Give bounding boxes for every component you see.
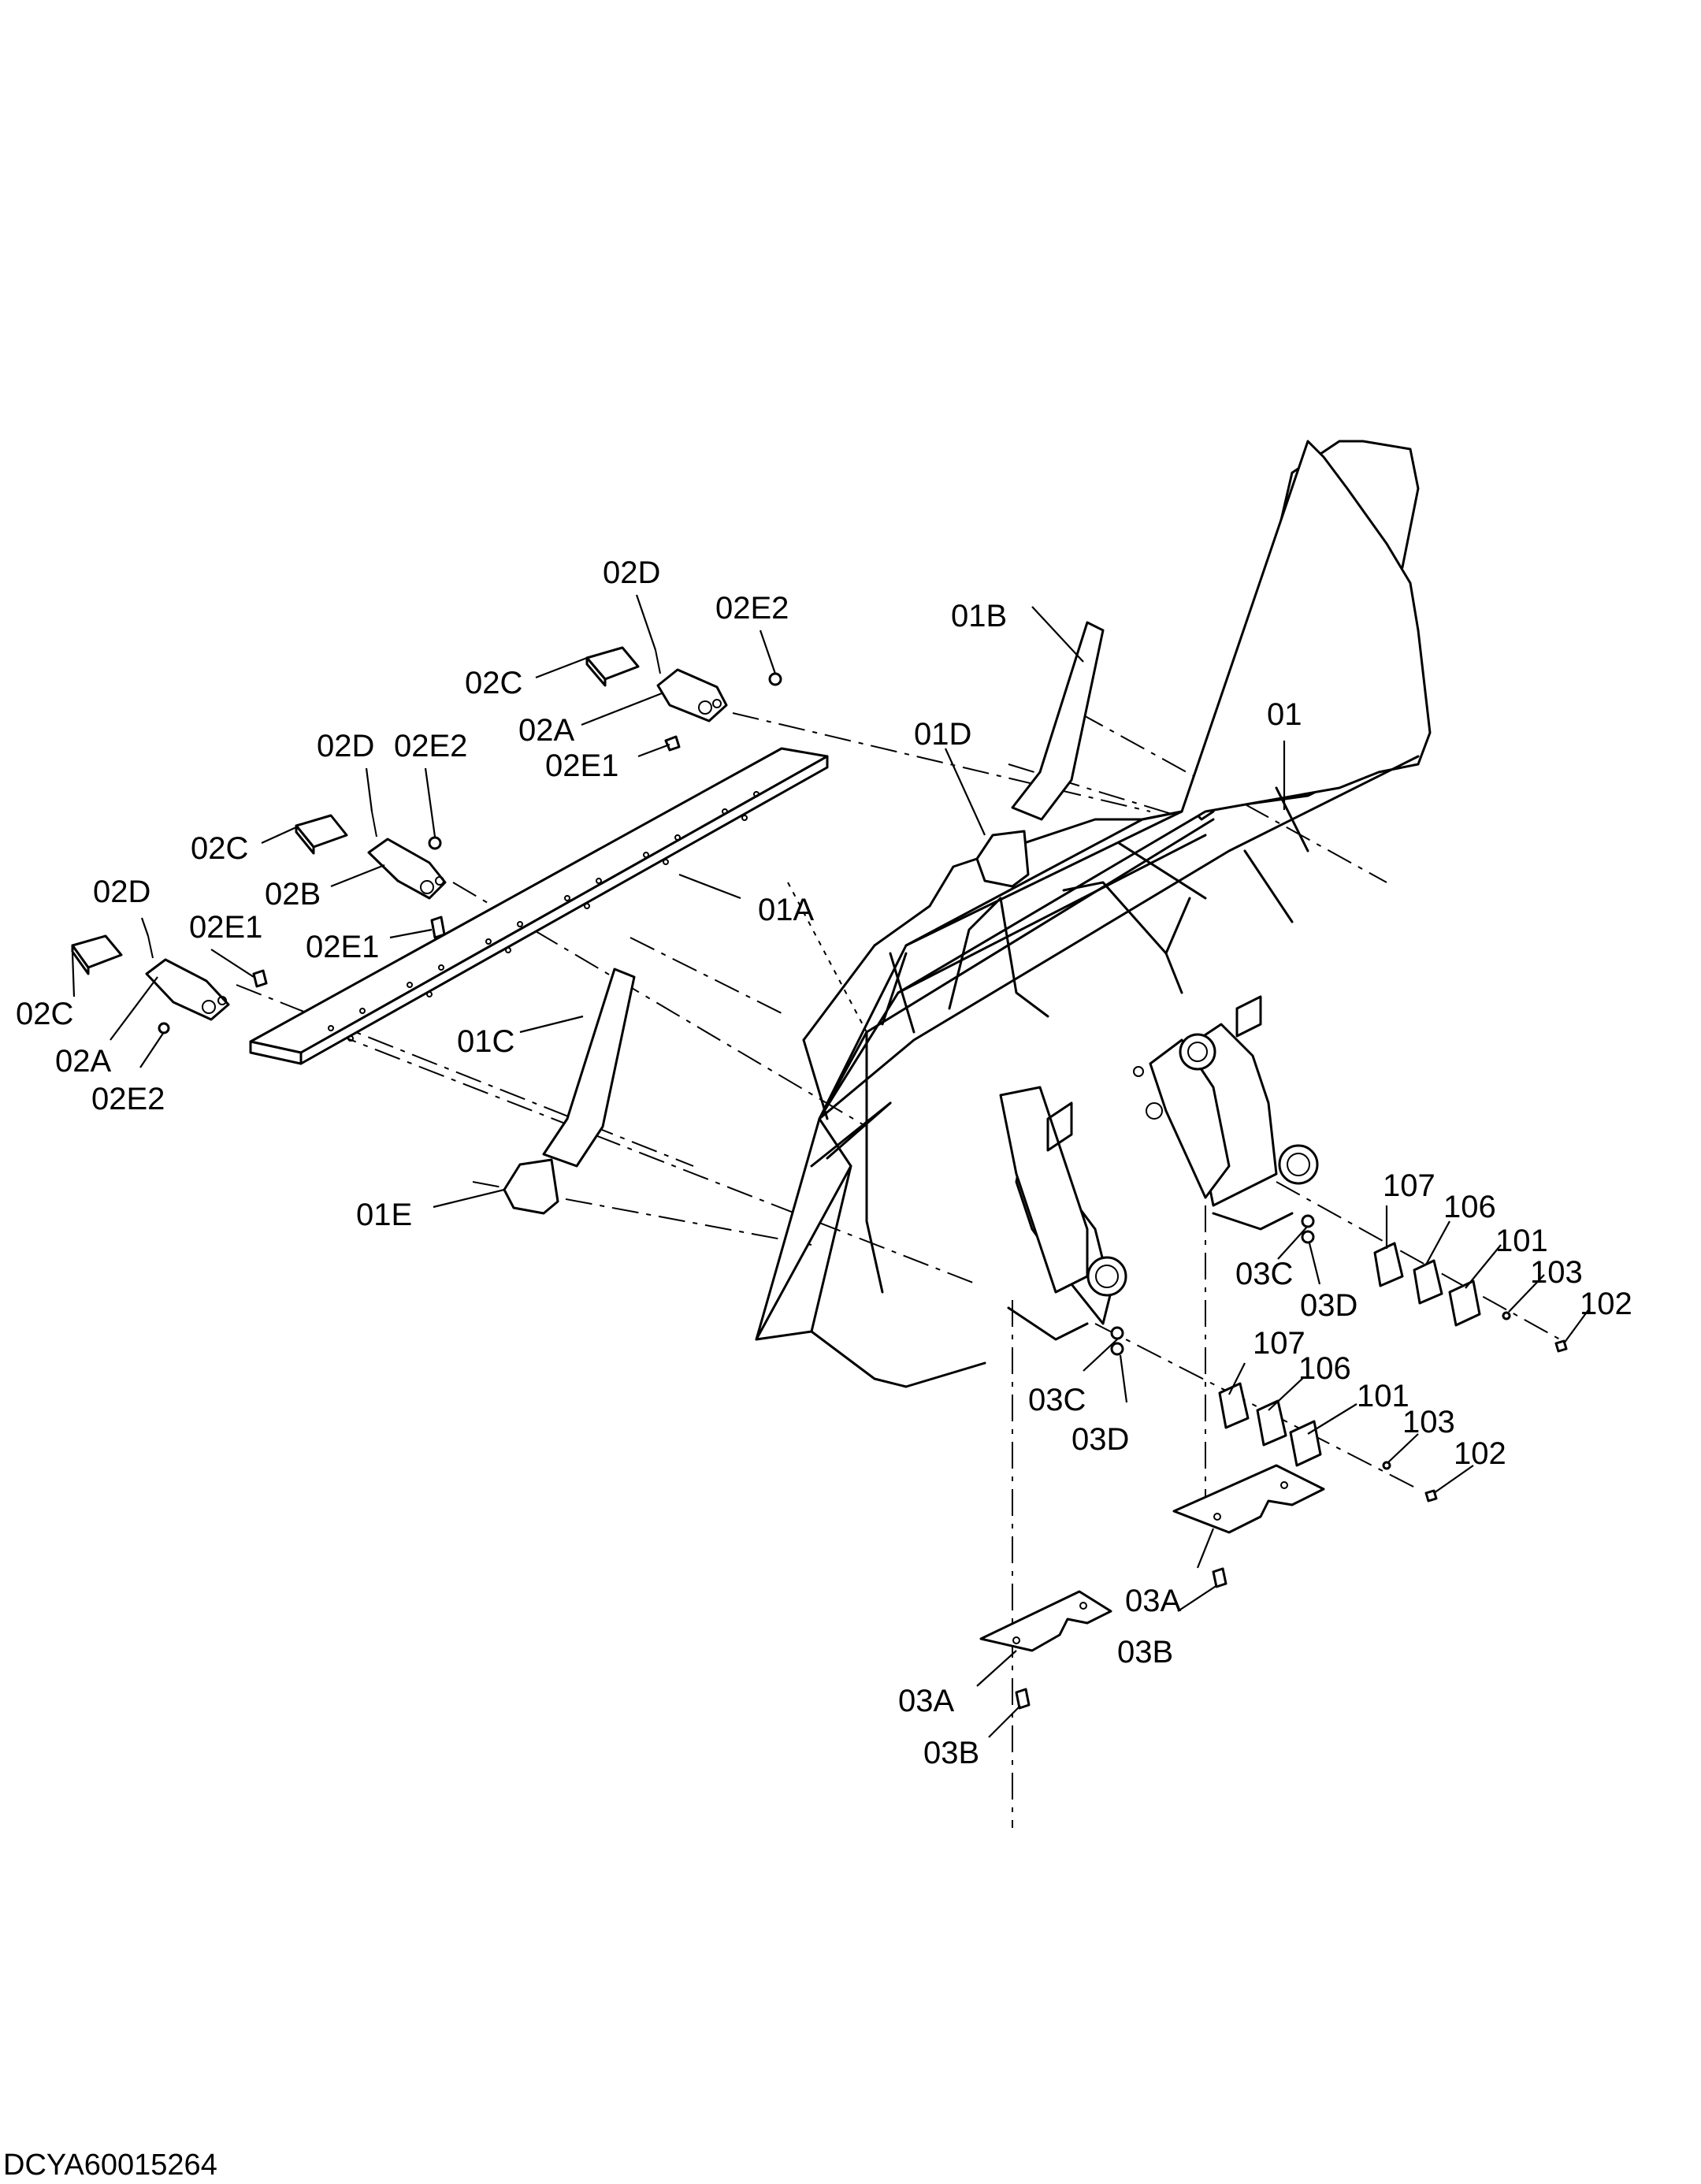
callout-101: 101 — [1357, 1379, 1409, 1413]
callout-02D: 02D — [317, 729, 374, 763]
callout-106: 106 — [1298, 1351, 1351, 1386]
shim-plate-lower — [979, 1590, 1112, 1710]
drawing-code: DCYA60015264 — [3, 2149, 217, 2182]
callout-101: 101 — [1495, 1224, 1548, 1258]
side-cutter-right — [975, 621, 1105, 888]
callout-103: 103 — [1530, 1255, 1583, 1290]
callout-02A: 02A — [518, 713, 574, 748]
callout-02C: 02C — [191, 831, 248, 866]
callout-02E1: 02E1 — [189, 910, 262, 945]
callout-03D: 03D — [1071, 1422, 1129, 1457]
callout-102: 102 — [1454, 1436, 1506, 1471]
side-cutter-left — [503, 968, 636, 1215]
callout-02E2: 02E2 — [91, 1082, 165, 1116]
callout-03D: 03D — [1300, 1288, 1357, 1323]
callout-106: 106 — [1443, 1190, 1496, 1224]
tooth-assembly-middle — [295, 811, 447, 939]
callout-03A: 03A — [1125, 1584, 1181, 1618]
callout-labels: 02D 02E2 02C 02A 02E1 01B 01D 01 02D 02E… — [16, 555, 1632, 1770]
callout-01D: 01D — [914, 717, 971, 752]
callout-01E: 01E — [356, 1198, 412, 1232]
callout-01A: 01A — [758, 893, 814, 927]
callout-02B: 02B — [265, 877, 321, 912]
shim-plate-upper — [1172, 1464, 1325, 1588]
callout-02E1: 02E1 — [306, 930, 379, 964]
tooth-assembly-top — [585, 646, 782, 752]
pad-stack-lower — [1218, 1382, 1438, 1502]
callout-01: 01 — [1267, 697, 1302, 732]
bucket-body-01 — [755, 440, 1432, 1388]
callout-02E1: 02E1 — [545, 748, 618, 783]
callout-03B: 03B — [1117, 1635, 1173, 1670]
hardware-03C-03D — [1110, 1214, 1315, 1356]
callout-02C: 02C — [465, 666, 522, 700]
callout-107: 107 — [1383, 1168, 1435, 1203]
callout-03A: 03A — [898, 1684, 954, 1718]
pad-stack-upper — [1373, 1242, 1568, 1353]
cutting-edge-01A — [249, 747, 829, 1065]
tooth-assembly-left — [71, 934, 268, 1034]
callout-02D: 02D — [93, 875, 150, 909]
callout-02E2: 02E2 — [394, 729, 467, 763]
leader-lines — [71, 594, 1591, 1738]
callout-01B: 01B — [951, 599, 1007, 633]
callout-103: 103 — [1402, 1405, 1455, 1439]
callout-03C: 03C — [1028, 1383, 1086, 1417]
callout-02D: 02D — [603, 555, 660, 590]
bucket-mount-ears — [999, 995, 1319, 1341]
callout-01C: 01C — [457, 1024, 514, 1059]
callout-03B: 03B — [923, 1736, 979, 1770]
callout-02A: 02A — [55, 1044, 111, 1079]
callout-03C: 03C — [1235, 1257, 1293, 1291]
callout-02E2: 02E2 — [715, 591, 789, 626]
callout-102: 102 — [1580, 1287, 1632, 1321]
callout-02C: 02C — [16, 997, 73, 1031]
callout-107: 107 — [1253, 1326, 1305, 1361]
